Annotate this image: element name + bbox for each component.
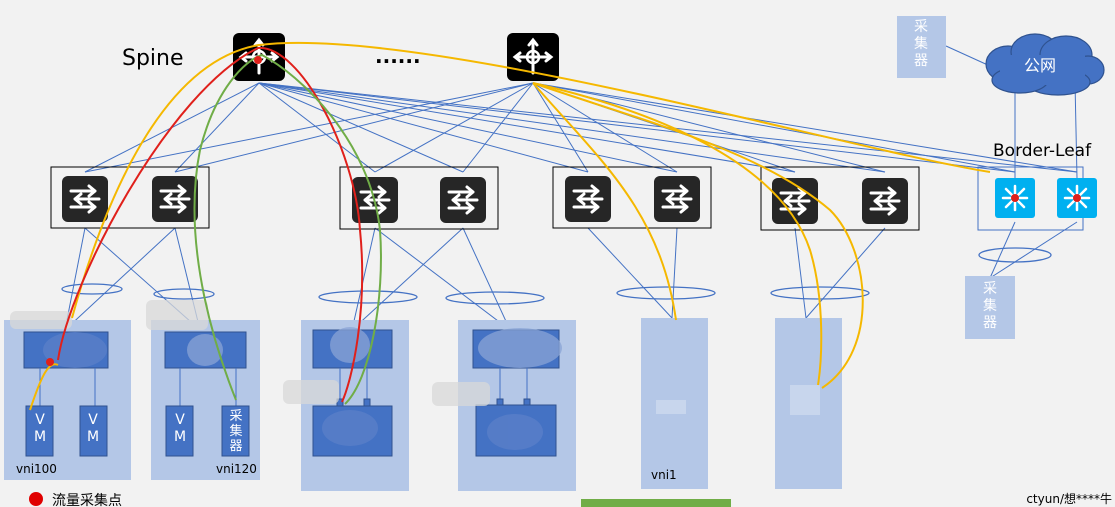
flow-orange-4 [532, 82, 864, 389]
leaf-group-1 [50, 166, 210, 229]
flow-orange-1 [71, 41, 991, 319]
spine-leaf-links [84, 82, 1078, 173]
vm-box-b [79, 405, 108, 457]
legend-label: 流量采集点 [52, 492, 122, 507]
border-leaf-label: Border-Leaf [993, 141, 1092, 161]
leaf-host-links [64, 45, 1078, 331]
collectors [897, 16, 1015, 339]
collection-points [46, 56, 262, 366]
border-leaf-switches [995, 178, 1097, 218]
watermark: ctyun/想****牛 [1026, 491, 1112, 506]
switch-icon [565, 176, 611, 222]
spine-label: Spine [122, 46, 184, 71]
flow-orange-5 [532, 82, 823, 386]
flow-orange-3 [532, 82, 677, 321]
leaf-groups [50, 166, 1084, 231]
lag-ellipses [61, 247, 1052, 305]
public-network-cloud [985, 33, 1105, 96]
vni1-label: vni1 [651, 468, 677, 482]
legend-dot-icon [29, 492, 43, 506]
vni120-label: vni120 [216, 462, 257, 476]
switch-icon [62, 176, 108, 222]
collector-host-box [221, 405, 250, 457]
switch-icon [654, 176, 700, 222]
spine-switch-2 [507, 33, 559, 81]
flow-paths [29, 41, 991, 411]
switch-icon [440, 177, 486, 223]
leaf-group-4 [760, 166, 920, 231]
collector-right-label: 采集器 [983, 281, 997, 331]
vni100-label: vni100 [16, 462, 57, 476]
collector-host-label: 采集器 [229, 409, 242, 454]
vm-box-a [25, 405, 54, 457]
leaf-group-3 [552, 166, 712, 229]
collector-top-label: 采集器 [914, 19, 928, 69]
border-leaf-switch-icon [995, 178, 1035, 218]
spine-ellipsis: ...... [375, 44, 421, 68]
switch-icon [772, 178, 818, 224]
switch-icon [152, 176, 198, 222]
flow-green [193, 53, 382, 405]
collector-right-box [965, 276, 1015, 339]
public-network-label: 公网 [1024, 56, 1056, 75]
border-leaf-switch-icon [1057, 178, 1097, 218]
flow-red [57, 46, 364, 403]
blurred-areas [10, 300, 820, 450]
flow-orange-2 [29, 363, 59, 411]
collector-top-box [897, 16, 946, 78]
switch-icon [862, 178, 908, 224]
leaf-group-2 [339, 166, 499, 230]
host-panels [4, 318, 842, 491]
bottom-strip [581, 499, 731, 507]
vm-box-c [165, 405, 194, 457]
